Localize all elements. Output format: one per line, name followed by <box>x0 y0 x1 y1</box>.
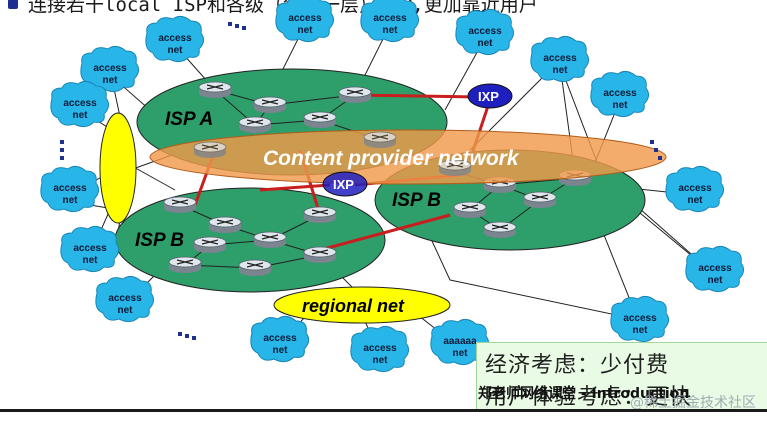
access-net-label: access <box>158 33 192 44</box>
access-net-sublabel: net <box>453 348 469 359</box>
access-net-sublabel: net <box>613 100 629 111</box>
content-provider-ellipse <box>149 129 667 185</box>
access-net-sublabel: net <box>168 45 184 56</box>
access-net-sublabel: net <box>373 355 389 366</box>
access-net-label: access <box>603 88 637 99</box>
access-net-sublabel: net <box>83 255 99 266</box>
access-net-label: access <box>53 183 87 194</box>
note-line-experience: 用户体验考虑：更快 <box>485 385 693 410</box>
access-net-label: access <box>288 13 322 24</box>
access-net-sublabel: net <box>103 75 119 86</box>
yellow-regional-ellipse <box>99 112 137 224</box>
isp-b-right-label: ISP B <box>392 190 441 211</box>
note-box: 经济考虑：少付费 用户体验考虑：更快 <box>476 342 767 410</box>
access-net-sublabel: net <box>63 195 79 206</box>
access-net-label: access <box>543 53 577 64</box>
access-net-sublabel: net <box>273 345 289 356</box>
access-net-label: access <box>63 98 97 109</box>
access-net-label: access <box>468 26 502 37</box>
access-net-label: access <box>73 243 107 254</box>
access-net-label: access <box>363 343 397 354</box>
access-net-sublabel: net <box>478 38 494 49</box>
isp-a-label: ISP A <box>165 109 213 130</box>
access-net-label: aaaaaa <box>443 336 477 347</box>
ixp-top-node <box>467 83 513 109</box>
access-net-label: access <box>108 293 142 304</box>
access-net-sublabel: net <box>298 25 314 36</box>
regional-net-label: regional net <box>302 296 405 316</box>
note-line-economy: 经济考虑：少付费 <box>485 353 670 378</box>
access-net-label: access <box>698 263 732 274</box>
course-overlay-text: 郑老师网络课堂 - Introduction <box>478 386 690 402</box>
ixp-top-label: IXP <box>478 89 499 104</box>
access-net-label: access <box>623 313 657 324</box>
access-net-sublabel: net <box>553 65 569 76</box>
isp-b-left-label: ISP B <box>135 230 184 251</box>
access-net-sublabel: net <box>708 275 724 286</box>
regional-net-ellipse <box>273 286 451 324</box>
access-net-sublabel: net <box>118 305 134 316</box>
access-net-sublabel: net <box>383 25 399 36</box>
bottom-rule <box>0 409 767 412</box>
bullet-icon <box>8 0 18 9</box>
content-provider-label: Content provider network <box>263 147 520 170</box>
access-net-label: access <box>93 63 127 74</box>
ixp-mid-node <box>322 171 368 197</box>
ixp-mid-label: IXP <box>333 177 354 192</box>
access-net-sublabel: net <box>633 325 649 336</box>
access-net-sublabel: net <box>688 195 704 206</box>
access-net-label: access <box>263 333 297 344</box>
access-net-label: access <box>373 13 407 24</box>
access-net-sublabel: net <box>73 110 89 121</box>
access-net-label: access <box>678 183 712 194</box>
watermark: @稀土掘金技术社区 <box>630 395 756 411</box>
